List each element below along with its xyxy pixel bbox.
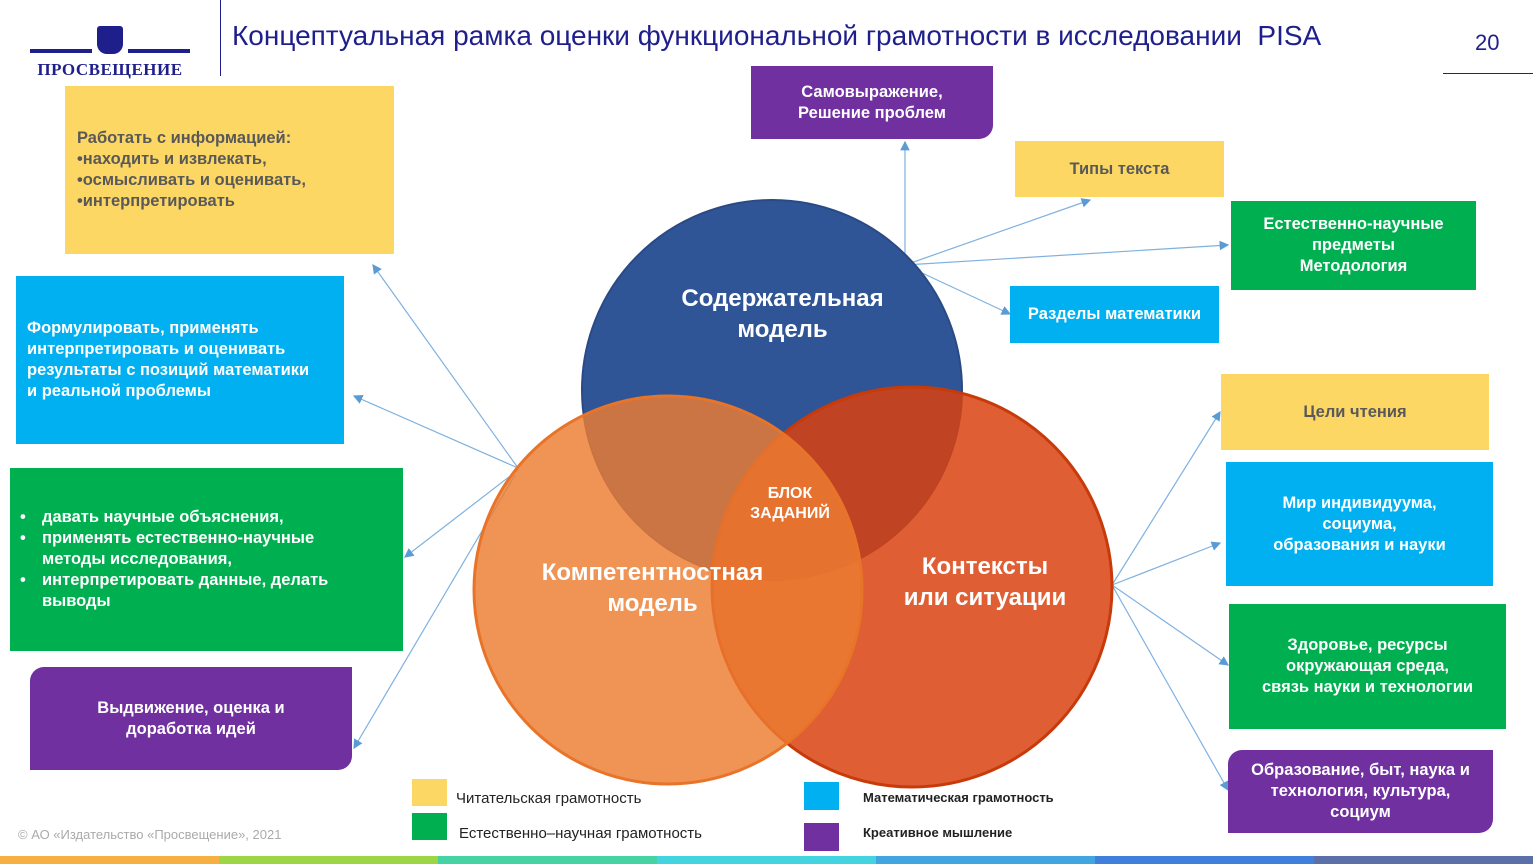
header-divider bbox=[220, 0, 221, 76]
page-number-underline bbox=[1443, 73, 1533, 74]
legend-label-math: Математическая грамотность bbox=[863, 790, 1054, 805]
legend-swatch-reading bbox=[412, 779, 447, 806]
legend-label-science: Естественно–научная грамотность bbox=[459, 825, 702, 842]
page-title: Концептуальная рамка оценки функциональн… bbox=[232, 20, 1322, 51]
legend-label-reading: Читательская грамотность bbox=[456, 790, 642, 807]
legend-swatch-science bbox=[412, 813, 447, 840]
math-content-box: Разделы математики bbox=[1010, 286, 1219, 343]
page-number: 20 bbox=[1475, 30, 1500, 55]
legend-swatch-creative bbox=[804, 823, 839, 851]
reading-context-box: Цели чтения bbox=[1221, 374, 1489, 450]
legend-label-creative: Креативное мышление bbox=[863, 825, 1013, 840]
logo: ПРОСВЕЩЕНИЕ bbox=[30, 26, 190, 81]
creative-content-box: Самовыражение,Решение проблем bbox=[751, 66, 993, 139]
logo-shield-icon bbox=[97, 26, 123, 54]
science-skills-box: давать научные объяснения,применять есте… bbox=[10, 468, 403, 651]
bottom-color-bar bbox=[0, 856, 1533, 864]
legend-swatch-math bbox=[804, 782, 839, 810]
math-context-box: Мир индивидуума,социума,образования и на… bbox=[1226, 462, 1493, 586]
copyright: © АО «Издательство «Просвещение», 2021 bbox=[18, 827, 282, 842]
reading-skills-box: Работать с информацией:•находить и извле… bbox=[65, 86, 394, 254]
competence-model-circle bbox=[472, 394, 864, 786]
reading-content-box: Типы текста bbox=[1015, 141, 1224, 197]
